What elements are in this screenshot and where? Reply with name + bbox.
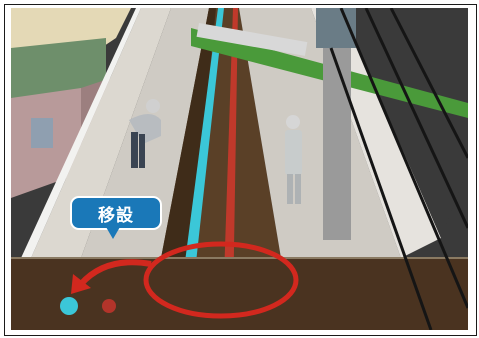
cable-2 <box>364 8 468 229</box>
curb-left <box>21 8 141 258</box>
construction-scene <box>11 8 468 330</box>
cable-1 <box>339 8 468 309</box>
gas-pipe <box>223 8 238 308</box>
callout-tail <box>106 227 120 239</box>
building-window <box>31 118 53 148</box>
relocated-gas-pipe-end <box>102 299 116 313</box>
scene-svg <box>11 8 468 330</box>
right-dark-area <box>341 8 468 238</box>
callout-label: 移設 <box>98 205 134 226</box>
cable-3 <box>389 8 468 159</box>
highlight-ellipse <box>143 241 299 319</box>
road-right <box>239 8 401 258</box>
soil-layer <box>11 258 468 330</box>
cable-4 <box>329 47 433 330</box>
relocated-water-pipe-end <box>60 297 78 315</box>
worker-left <box>129 99 161 168</box>
worker-right <box>285 115 302 204</box>
sidewalk-left <box>31 8 171 258</box>
white-beam <box>196 23 308 56</box>
arrow-head-icon <box>71 274 91 294</box>
arrow-curved-icon <box>78 259 152 287</box>
trench-wall-left <box>161 8 216 258</box>
water-pipe <box>179 8 224 308</box>
relocation-callout: 移設 <box>70 196 162 230</box>
